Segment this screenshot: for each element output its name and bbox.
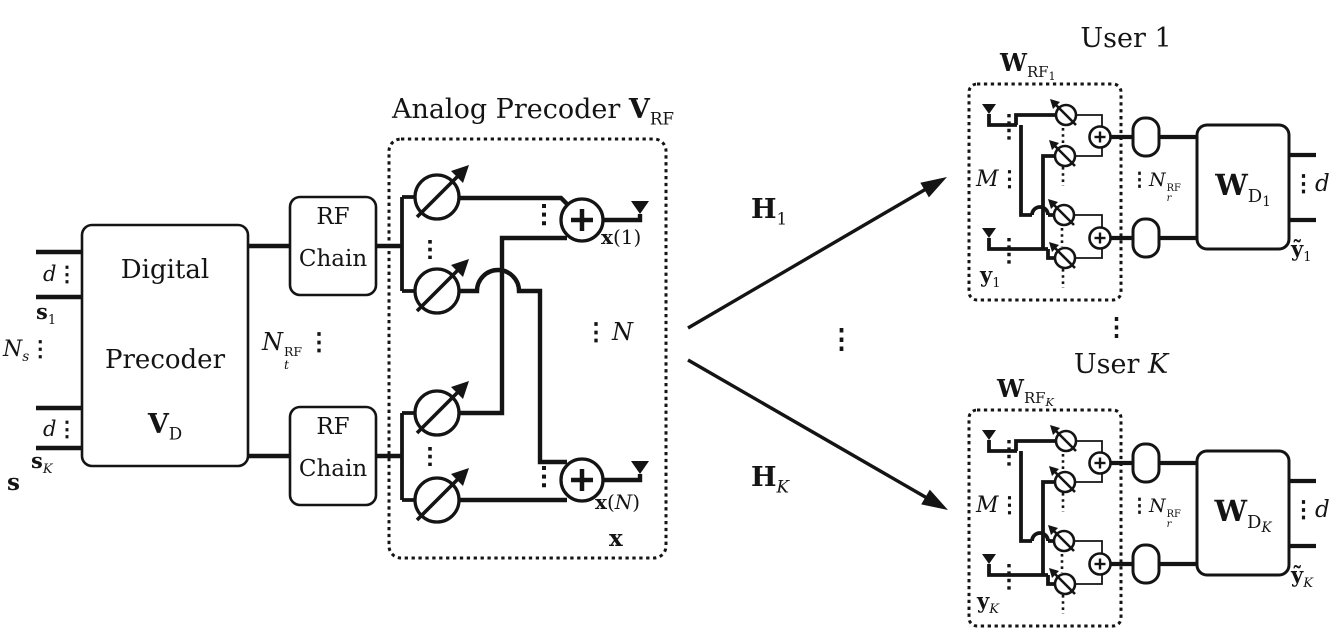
channel-arrow-hk xyxy=(687,358,948,510)
x-vector-label: x xyxy=(609,525,623,552)
user1-wrf-label: WRF1 xyxy=(1000,48,1056,83)
userk-wd-label: WDK xyxy=(1214,494,1272,536)
wrf-dashed-box xyxy=(967,82,1123,302)
s1-label: s1 xyxy=(36,299,57,328)
hk-label: HK xyxy=(751,462,790,497)
channel-ellipsis: ⋮ xyxy=(828,324,855,355)
analog-precoder-title: Analog Precoder VRF xyxy=(391,94,675,129)
s-label: s xyxy=(7,469,20,496)
userk-wrf-label: WRFK xyxy=(997,374,1054,409)
digital-precoder-matrix: VD xyxy=(147,409,183,444)
analog-ellipsis-dots xyxy=(428,204,546,489)
rf-chain-bottom-line1: RF xyxy=(316,414,350,440)
d-bottom-label: d⋮ xyxy=(43,416,78,441)
user1-m-label: M⋮ xyxy=(976,166,1021,192)
rf-chain-top-line1: RF xyxy=(316,204,350,230)
users-ellipsis: ⋮ xyxy=(1104,312,1129,341)
rf-chain-top-box xyxy=(288,195,378,297)
xn-label: x(N) xyxy=(595,490,641,514)
userk-ytilde-label: ỹK xyxy=(1291,562,1313,591)
rf-chain-pill xyxy=(1131,116,1161,158)
digital-precoder-line2: Precoder xyxy=(105,345,225,375)
rf-chain-top-line2: Chain xyxy=(298,246,368,272)
x1-label: x(1) xyxy=(601,225,642,249)
user1-d-label: ⋮d xyxy=(1292,170,1330,197)
d-top-label: d⋮ xyxy=(43,261,78,286)
userk-title: User K xyxy=(1073,349,1169,380)
rf-chain-pill xyxy=(1131,217,1161,259)
user1-wd-label: WD1 xyxy=(1215,168,1271,210)
user-receiver-graphics xyxy=(967,82,1316,302)
userk-y-label: yK xyxy=(977,588,999,617)
userk-d-label: ⋮d xyxy=(1292,496,1330,523)
user1-title: User 1 xyxy=(1080,23,1172,54)
h1-label: H1 xyxy=(751,194,788,229)
digital-combiner-box xyxy=(1195,123,1291,251)
user1-ytilde-label: ỹ1 xyxy=(1291,236,1312,265)
transmitter-wires xyxy=(36,195,643,503)
digital-precoder-box xyxy=(80,223,250,468)
rf-chain-bottom-box xyxy=(288,405,378,507)
channel-arrow-h1 xyxy=(687,177,947,330)
userk-m-label: M⋮ xyxy=(976,492,1021,518)
rf-chain-bottom-line2: Chain xyxy=(298,456,368,482)
digital-precoder-line1: Digital xyxy=(120,255,210,285)
sk-label: sK xyxy=(31,448,53,477)
ns-label: Ns⋮ xyxy=(3,336,52,366)
n-antennas-label: ⋮N xyxy=(584,317,633,346)
analog-precoder-dashed-box xyxy=(387,137,668,560)
user1-y-label: y1 xyxy=(980,262,1001,291)
